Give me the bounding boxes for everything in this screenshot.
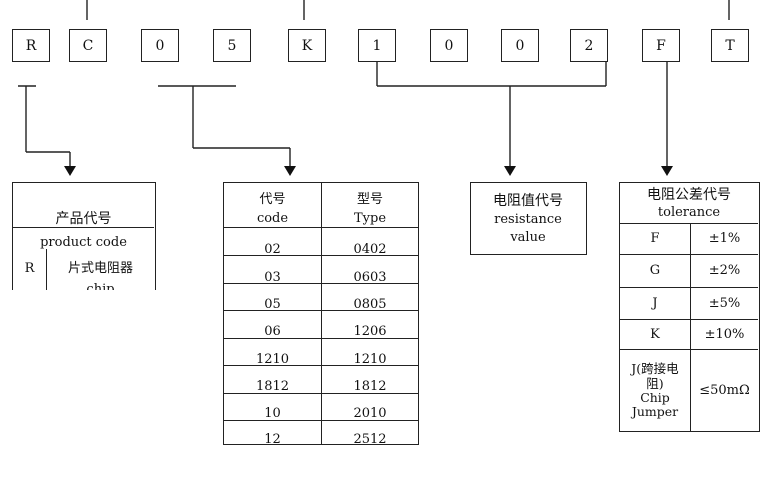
- code-char-box: 0: [141, 29, 179, 62]
- divider: [224, 255, 418, 256]
- tolerance-title-en: tolerance: [657, 204, 721, 220]
- type-row-type: 1206: [353, 323, 387, 339]
- code-char: K: [301, 37, 313, 54]
- code-char-box: R: [12, 29, 50, 62]
- divider: [321, 183, 322, 444]
- product-code-desc-en: chip: [86, 281, 115, 290]
- tolerance-table: 电阻公差代号 tolerance F ±1% G ±2% J ±5% K ±10…: [619, 182, 760, 432]
- tolerance-value: ±2%: [708, 262, 741, 278]
- jumper-line: Chip: [640, 390, 670, 405]
- code-char-box: 1: [358, 29, 396, 62]
- tolerance-code: J: [652, 295, 658, 311]
- type-row-type: 1210: [353, 351, 387, 367]
- divider: [620, 287, 758, 288]
- divider: [46, 249, 47, 290]
- jumper-line: Jumper: [631, 404, 679, 420]
- type-row-code: 05: [264, 296, 281, 312]
- type-row-type: 0603: [353, 269, 387, 285]
- type-row-type: 0402: [353, 241, 387, 257]
- jumper-line: J(跨接电: [631, 361, 679, 377]
- code-char-box: 5: [213, 29, 251, 62]
- resistance-title-en-2: value: [510, 229, 546, 245]
- code-char-box: 2: [570, 29, 608, 62]
- type-header-type-cn: 型号: [356, 191, 383, 207]
- code-char-box: F: [642, 29, 680, 62]
- code-char-box: 0: [501, 29, 539, 62]
- code-char-box: T: [711, 29, 749, 62]
- type-row-type: 2010: [353, 405, 387, 421]
- tolerance-value: ±5%: [708, 295, 741, 311]
- code-char: 0: [515, 37, 525, 54]
- type-row-type: 2512: [353, 433, 387, 447]
- divider: [224, 310, 418, 311]
- divider: [13, 227, 154, 228]
- tolerance-jumper-code: J(跨接电 阻) Chip Jumper: [620, 351, 690, 431]
- code-char: 5: [227, 37, 237, 54]
- tolerance-value: ±10%: [704, 326, 745, 342]
- code-char: 1: [372, 37, 382, 54]
- code-char: 2: [584, 37, 594, 54]
- divider: [224, 365, 418, 366]
- tolerance-code: K: [650, 326, 660, 342]
- type-row-type: 1812: [353, 378, 387, 394]
- type-row-code: 12: [264, 433, 281, 447]
- type-row-code: 1210: [255, 351, 290, 367]
- divider: [620, 223, 758, 224]
- product-code-title-cn: 产品代号: [55, 210, 112, 227]
- code-char-box: C: [69, 29, 107, 62]
- tolerance-title-cn: 电阻公差代号: [647, 186, 731, 203]
- type-row-type: 0805: [353, 296, 387, 312]
- code-char: R: [25, 37, 37, 54]
- type-header-code-en: code: [256, 210, 289, 226]
- code-char: 0: [444, 37, 454, 54]
- divider: [690, 223, 691, 431]
- code-char: C: [82, 37, 94, 54]
- type-row-code: 02: [264, 241, 281, 257]
- divider: [224, 283, 418, 284]
- divider: [224, 393, 418, 394]
- divider: [620, 349, 758, 350]
- product-code-table: 产品代号 product code R 片式电阻器 chip: [12, 182, 156, 290]
- code-char: T: [725, 37, 735, 54]
- divider: [224, 227, 418, 228]
- code-char: F: [656, 37, 666, 54]
- type-row-code: 10: [264, 405, 281, 421]
- type-row-code: 1812: [255, 378, 290, 394]
- product-code-desc-cn: 片式电阻器: [67, 260, 133, 276]
- resistance-box: 电阻值代号 resistance value: [470, 182, 587, 255]
- code-char-box: K: [288, 29, 326, 62]
- resistance-title-cn: 电阻值代号: [493, 192, 563, 209]
- type-table: 代号 code 型号 Type 02 0402 03 0603 05 0805 …: [223, 182, 419, 447]
- jumper-line: 阻): [646, 375, 664, 391]
- type-header-code-cn: 代号: [259, 191, 286, 207]
- tolerance-value: ±1%: [708, 230, 741, 246]
- type-row-code: 03: [264, 269, 281, 285]
- resistance-title-en-1: resistance: [494, 211, 562, 227]
- product-code-r: R: [24, 260, 35, 276]
- divider: [224, 420, 418, 421]
- code-char-box: 0: [430, 29, 468, 62]
- divider: [620, 254, 758, 255]
- type-header-type-en: Type: [353, 210, 387, 226]
- tolerance-jumper-value: ≤50mΩ: [699, 382, 750, 398]
- tolerance-code: G: [649, 262, 661, 278]
- divider: [224, 338, 418, 339]
- divider: [620, 319, 758, 320]
- code-char: 0: [155, 37, 165, 54]
- tolerance-code: F: [650, 230, 660, 246]
- product-code-title-en: product code: [40, 234, 127, 250]
- type-row-code: 06: [264, 323, 281, 339]
